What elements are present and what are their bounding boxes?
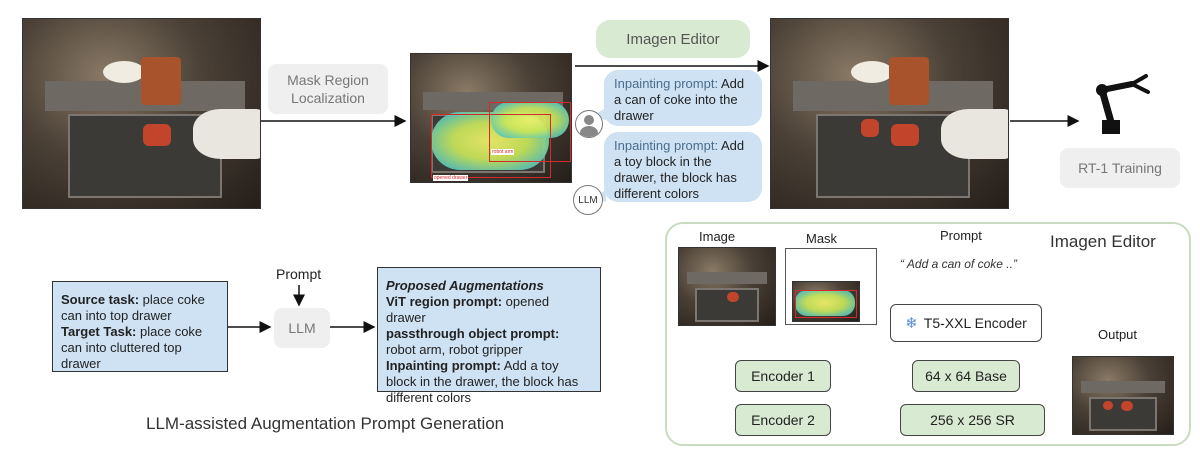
prompt-text: “ Add a can of coke ..” [900,257,1017,271]
bbox-opened-drawer [431,114,551,178]
image-label: Image [699,229,736,244]
bbox-label-robot-arm: robot arm [491,149,515,155]
target-task-label: Target Task: [61,324,137,339]
encoder-1-box: Encoder 1 [735,360,831,392]
output-image-thumb [1072,356,1174,435]
sr-256-box: 256 x 256 SR [900,404,1045,436]
bubble-1-label: Inpainting prompt: [614,76,719,91]
user-avatar-icon [575,110,603,138]
llm-box: LLM [274,308,330,348]
vit-text: opened drawer [386,294,550,325]
bubble-2-label: Inpainting prompt: [614,138,719,153]
passthrough-label: passthrough object prompt: [386,326,560,341]
bubble-2-text: Add a toy block in the drawer, the block… [614,138,745,201]
robot-arm-icon [1096,74,1150,134]
llm-badge: LLM [573,185,603,215]
mask-label: Mask [806,231,838,246]
bbox-robot-arm [489,102,571,162]
proposed-augmentations-box: Proposed Augmentations ViT region prompt… [377,267,601,405]
mask-thumb [792,281,860,322]
source-photo [22,18,261,209]
t5-xxl-encoder-box: ❄ T5-XXL Encoder [890,304,1042,342]
inpainting-bubble-2: Inpainting prompt: Add a toy block in th… [604,132,762,202]
vit-label: ViT region prompt: [386,294,503,309]
source-task-label: Source task: [61,292,140,307]
rt1-training-label: RT-1 Training [1060,148,1180,188]
passthrough-text: robot arm, robot gripper [386,342,523,357]
mask-region-localization-label: Mask Region Localization [268,64,388,114]
llm-prompt-label: Prompt [276,266,322,282]
bubble-1-text: Add a can of coke into the drawer [614,76,745,123]
target-task-text: place coke can into cluttered top drawer [61,324,203,371]
proposed-title: Proposed Augmentations [386,278,544,293]
inpainting-bubble-1: Inpainting prompt: Add a can of coke int… [604,70,762,126]
imagen-editor-label: Imagen Editor [596,20,750,58]
source-target-task-box: Source task: place coke can into top dra… [52,281,228,372]
bbox-label-opened-drawer: opened drawer [433,175,469,181]
inpaint-text: Add a toy block in the drawer, the block… [386,358,579,405]
encoder-2-box: Encoder 2 [735,404,831,436]
output-label: Output [1098,327,1138,342]
t5-label: T5-XXL Encoder [923,315,1027,331]
augmented-photo [770,18,1009,209]
source-task-text: place coke can into top drawer [61,292,205,323]
base-64-box: 64 x 64 Base [912,360,1020,392]
llm-section-caption: LLM-assisted Augmentation Prompt Generat… [146,414,505,433]
inpaint-label: Inpainting prompt: [386,358,501,373]
imagen-panel-title: Imagen Editor [1050,232,1156,251]
input-image-thumb [678,247,776,326]
prompt-label: Prompt [940,228,982,243]
snowflake-icon: ❄ [905,315,918,332]
mask-photo: robot arm opened drawer [410,53,572,183]
